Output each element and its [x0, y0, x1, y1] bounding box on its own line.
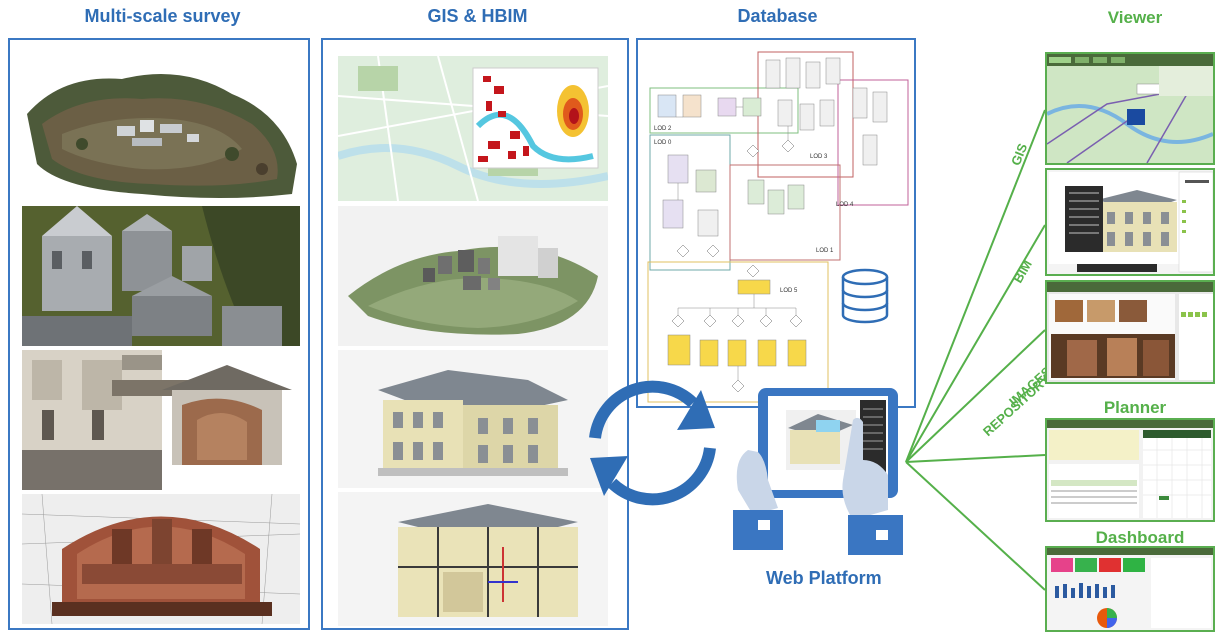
aerial-church-image	[22, 206, 300, 346]
database-panel: LOD 2 LOD 0 LOD 3 LOD 4 LOD 1 LOD 5	[636, 38, 916, 408]
planner-screenshot	[1045, 418, 1215, 522]
database-icon	[840, 268, 890, 324]
lod-1-label: LOD 1	[816, 248, 834, 254]
church-facade-image	[22, 350, 300, 490]
database-column-title: Database	[737, 6, 818, 26]
dashboard-title: Dashboard	[1095, 528, 1185, 547]
sync-cycle-arrows-icon	[565, 368, 740, 518]
dashboard-screenshot	[1045, 546, 1215, 632]
hbim-section-model-image	[338, 492, 608, 626]
lod-4-label: LOD 4	[836, 202, 854, 208]
lod-5-label: LOD 5	[780, 288, 798, 294]
hbim-villa-model-image	[338, 350, 608, 488]
viewer-title: Viewer	[1107, 8, 1163, 27]
fresco-dome-image	[22, 494, 300, 624]
planner-title: Planner	[1103, 398, 1167, 417]
point-cloud-landscape-image	[22, 54, 300, 202]
survey-column-title: Multi-scale survey	[84, 6, 241, 26]
lod-0-label: LOD 0	[654, 140, 672, 146]
web-platform-label: Web Platform	[766, 568, 882, 588]
images-repository-screenshot	[1045, 280, 1215, 384]
er-diagram: LOD 2 LOD 0 LOD 3 LOD 4 LOD 1 LOD 5	[638, 40, 914, 406]
lod-2-label: LOD 2	[654, 126, 672, 132]
web-platform-tablet-illustration	[728, 380, 918, 565]
gis-hbim-panel	[321, 38, 629, 630]
viewer-gis-screenshot	[1045, 52, 1215, 165]
terrain-3d-model-image	[338, 206, 608, 346]
survey-panel	[8, 38, 310, 630]
gis-hbim-column-title: GIS & HBIM	[427, 6, 528, 26]
gis-map-image	[338, 56, 608, 201]
lod-3-label: LOD 3	[810, 154, 828, 160]
viewer-bim-screenshot	[1045, 168, 1215, 276]
